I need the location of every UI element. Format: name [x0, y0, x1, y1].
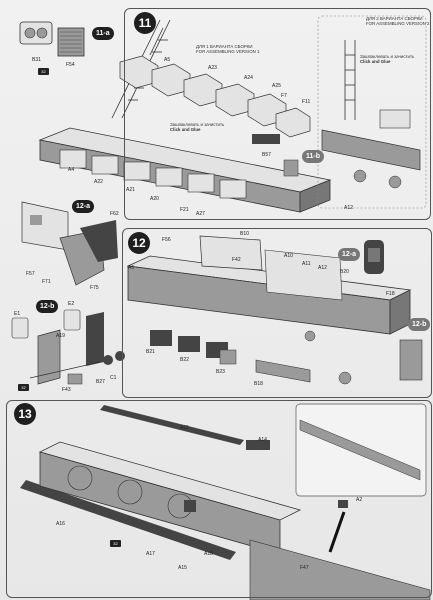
step-12a-ref-badge: 12-a: [338, 248, 361, 261]
label-b27: B27: [96, 379, 105, 385]
cab-parts-12a-drawing: [21, 201, 118, 286]
label-a22: A22: [94, 179, 103, 185]
glue-note-ru: Зашпаклевать и зачистить: [170, 122, 225, 127]
equipment-boxes-drawing: [119, 55, 311, 138]
label-f21: F21: [180, 207, 189, 213]
step11-inset-drawing: [317, 15, 427, 209]
label-f47: F47: [300, 565, 309, 571]
label-a18: A18: [204, 551, 213, 557]
label-a25: A25: [272, 83, 281, 89]
label-b20: B20: [340, 269, 349, 275]
paint-ref-13: 32: [110, 540, 121, 547]
label-a12-s11: A12: [344, 205, 353, 211]
label-a24: A24: [244, 75, 253, 81]
label-a12-s12: A12: [318, 265, 327, 271]
label-a15-bottom: A15: [178, 565, 187, 571]
glue-note-en: Click and Glue: [170, 127, 201, 132]
variant1-note-ru: ДЛЯ 1 ВАРИАНТА СБОРКИ: [196, 44, 253, 49]
label-a4: A4: [68, 167, 75, 173]
step-13-panel: [6, 400, 432, 598]
step-12b-badge: 12-b: [36, 300, 59, 313]
label-f62: F62: [110, 211, 119, 217]
label-a23: A23: [208, 65, 217, 71]
cab-parts-12b-drawing: [11, 309, 125, 385]
label-f11: F11: [302, 99, 311, 105]
step-11-panel: [124, 8, 431, 220]
label-f57: F57: [26, 271, 35, 277]
label-a5: A5: [164, 57, 171, 63]
label-a19: A19: [56, 333, 65, 339]
label-a16: A16: [56, 521, 65, 527]
glue2-note-en: Click and Glue: [360, 59, 391, 64]
step-12a-badge: 12-a: [72, 200, 95, 213]
variant1-note-en: FOR ASSEMBLING VERSION 1: [196, 49, 260, 54]
glue2-note-ru: Зашпаклевать и зачистить: [360, 54, 415, 59]
label-f18: F18: [386, 291, 395, 297]
label-a6: A6: [128, 265, 135, 271]
label-b22: B22: [180, 357, 189, 363]
step-12b-ref-badge: 12-b: [408, 318, 431, 331]
label-a2: A2: [356, 497, 363, 503]
label-a21: A21: [126, 187, 135, 193]
label-b23: B23: [216, 369, 225, 375]
label-f43: F43: [62, 387, 71, 393]
label-b21: B21: [146, 349, 155, 355]
chassis-step13-drawing: [20, 403, 431, 600]
label-a10: A10: [284, 253, 293, 259]
label-a20: A20: [150, 196, 159, 202]
label-e2: E2: [68, 301, 75, 307]
label-a17: A17: [146, 551, 155, 557]
variant2-note-ru: ДЛЯ 2 ВАРИАНТА СБОРКИ: [366, 16, 423, 21]
label-f56: F56: [162, 237, 171, 243]
paint-ref-11a: 32: [38, 68, 49, 75]
label-b18: B18: [254, 381, 263, 387]
step-11-badge: 11: [134, 12, 156, 34]
label-f75: F75: [90, 285, 99, 291]
step-12-panel: [122, 228, 432, 398]
label-f54: F54: [66, 62, 75, 68]
step-11a-badge: 11-a: [92, 27, 114, 40]
variant2-note-en: FOR ASSEMBLING VERSION 2: [366, 21, 430, 26]
chassis-step12-drawing: [126, 235, 423, 385]
label-a11: A11: [302, 261, 311, 267]
label-b57: B57: [262, 152, 271, 158]
paint-ref-12: 32: [18, 384, 29, 391]
chassis-frame-step11-drawing: [38, 127, 332, 213]
label-f42: F42: [232, 257, 241, 263]
label-a27: A27: [196, 211, 205, 217]
label-c1: C1: [110, 375, 117, 381]
step-12-badge: 12: [128, 232, 150, 254]
step-13-badge: 13: [14, 403, 36, 425]
part-f54-drawing: [57, 27, 85, 57]
label-f7: F7: [281, 93, 287, 99]
step-11b-ref-badge: 11-b: [302, 150, 325, 163]
part-b31-drawing: [19, 21, 53, 45]
label-e1: E1: [14, 311, 21, 317]
label-f71: F71: [42, 279, 51, 285]
label-a14: A14: [258, 437, 267, 443]
label-b31: B31: [32, 57, 41, 63]
label-b10: B10: [240, 231, 249, 237]
label-a15-top: A15: [180, 425, 189, 431]
